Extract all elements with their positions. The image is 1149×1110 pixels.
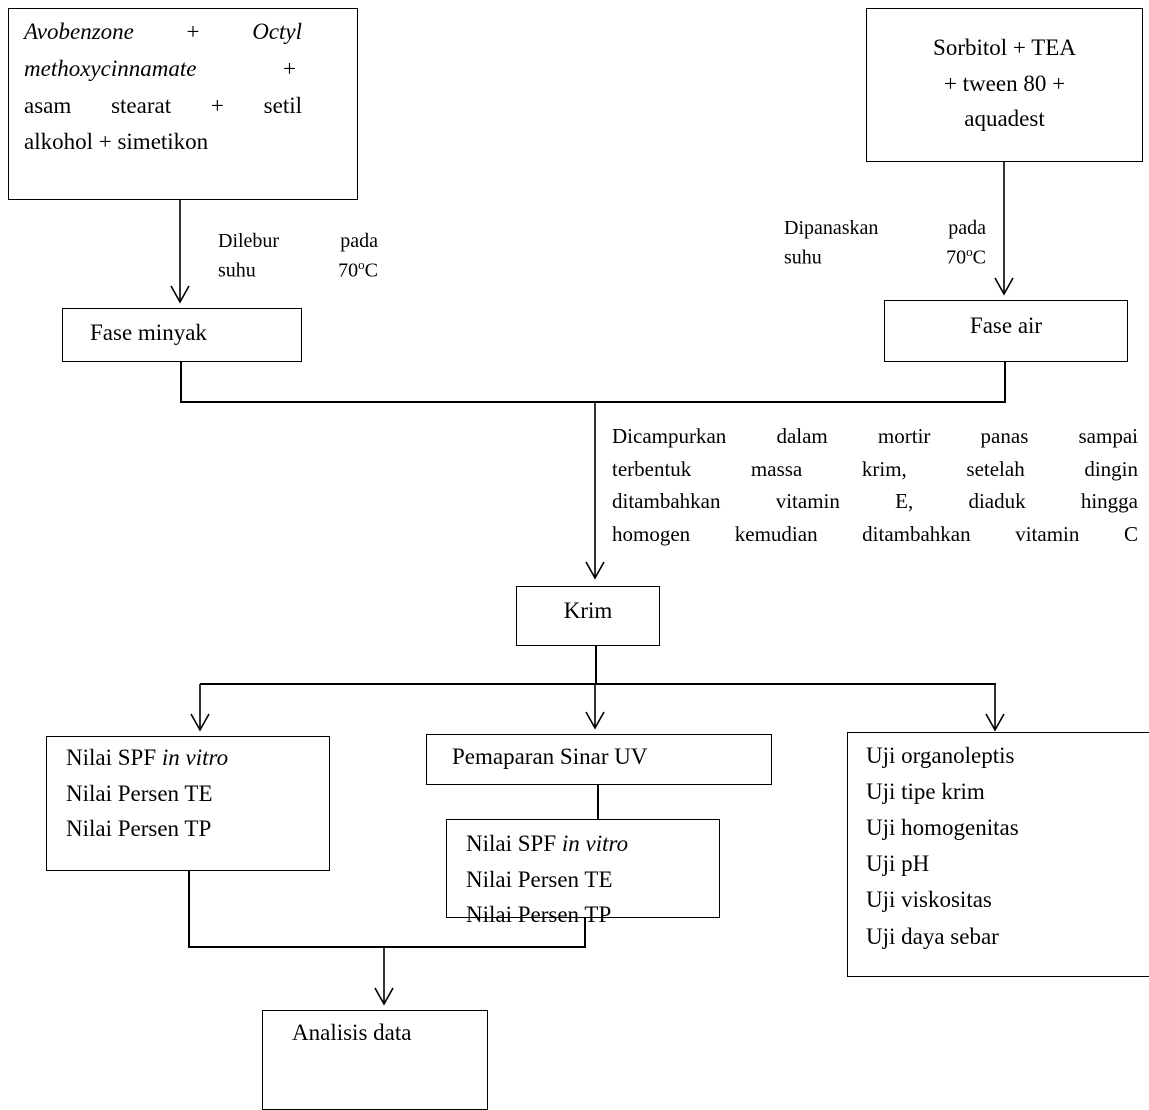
- right-test-2: Uji tipe krim: [866, 779, 985, 805]
- arrow-mid-head-icon: [585, 711, 605, 730]
- arrow-oil-head-icon: [170, 285, 190, 304]
- oil-step-label: Dilebur pada suhu 70oC: [218, 227, 378, 286]
- mid-tests-box: [446, 819, 720, 918]
- arrow-cream-head-icon: [585, 561, 605, 580]
- right-tests-box: [847, 732, 1149, 977]
- branch-horizontal-line: [200, 683, 996, 685]
- uv-exposure-label: Pemaparan Sinar UV: [452, 744, 648, 769]
- oil-line1-a: Avobenzone: [24, 19, 134, 44]
- left-line3: Nilai Persen TP: [66, 816, 212, 842]
- right-test-3: Uji homogenitas: [866, 815, 1019, 841]
- water-step-line1: Dipanaskan pada: [784, 217, 986, 239]
- left-tests-box: [46, 736, 330, 871]
- cream-box: [516, 586, 660, 646]
- right-test-1: Uji organoleptis: [866, 743, 1015, 768]
- oil-line4: alkohol + simetikon: [24, 129, 209, 155]
- analysis-label: Analisis data: [292, 1020, 412, 1045]
- water-phase-box: [884, 300, 1128, 362]
- left-tests-down-line: [188, 871, 190, 947]
- oil-phase-label: Fase minyak: [90, 320, 207, 345]
- mid-tests-text: Nilai SPF in vitro Nilai Persen TE Nilai…: [466, 826, 628, 933]
- analysis-merge-line: [188, 946, 586, 948]
- cream-down-line: [595, 646, 597, 684]
- mix-line2: terbentuk massa krim, setelah dingin: [612, 456, 1138, 481]
- mix-line1: Dicampurkan dalam mortir panas sampai: [612, 424, 1138, 448]
- water-line1: Sorbitol + TEA: [933, 35, 1076, 60]
- right-test-6: Uji daya sebar: [866, 923, 999, 949]
- oil-step-line2: suhu 70oC: [218, 257, 378, 282]
- uv-exposure-box: [426, 734, 772, 785]
- water-ingredients-text: Sorbitol + TEA + tween 80 + aquadest: [866, 30, 1143, 137]
- mid-tests-down-line: [584, 918, 586, 947]
- mid-line2: Nilai Persen TE: [466, 866, 613, 892]
- mid-line3: Nilai Persen TP: [466, 902, 612, 928]
- mix-line4: homogen kemudian ditambahkan vitamin C: [612, 521, 1138, 546]
- arrow-water-head-icon: [994, 277, 1014, 296]
- cream-label: Krim: [563, 598, 613, 623]
- oil-step-line1: Dilebur pada: [218, 230, 378, 252]
- oil-ingredients-text: Avobenzone + Octyl methoxycinnamate + as…: [24, 14, 302, 161]
- oil-phase-down-line: [180, 362, 182, 402]
- uv-to-tests-line: [597, 785, 599, 819]
- left-tests-text: Nilai SPF in vitro Nilai Persen TE Nilai…: [66, 740, 228, 847]
- mid-line1: Nilai SPF in vitro: [466, 831, 629, 856]
- oil-phase-box: [62, 308, 302, 362]
- arrow-right-head-icon: [985, 713, 1005, 732]
- water-step-label: Dipanaskan pada suhu 70oC: [784, 214, 986, 273]
- oil-line3: asam stearat + setil: [24, 92, 302, 118]
- oil-line1-c: Octyl: [252, 19, 302, 44]
- water-phase-label: Fase air: [969, 313, 1043, 338]
- merge-horizontal-line: [180, 401, 1006, 403]
- left-line2: Nilai Persen TE: [66, 780, 213, 806]
- right-test-4: Uji pH: [866, 851, 930, 877]
- water-phase-down-line: [1004, 362, 1006, 402]
- left-line1: Nilai SPF in vitro: [66, 745, 229, 770]
- arrow-left-head-icon: [190, 713, 210, 732]
- oil-line1-b: +: [186, 19, 200, 44]
- mix-step-label: Dicampurkan dalam mortir panas sampai te…: [612, 420, 1138, 550]
- mix-line3: ditambahkan vitamin E, diaduk hingga: [612, 489, 1138, 514]
- water-line3: aquadest: [964, 106, 1045, 132]
- water-step-line2: suhu 70oC: [784, 244, 986, 269]
- right-tests-text: Uji organoleptis Uji tipe krim Uji homog…: [866, 738, 1019, 955]
- water-ingredients-box: [866, 8, 1143, 162]
- oil-line2-a: methoxycinnamate: [24, 55, 197, 81]
- water-line2: + tween 80 +: [943, 70, 1066, 96]
- oil-line2-b: +: [283, 55, 296, 81]
- arrow-analysis-head-icon: [374, 987, 394, 1006]
- right-test-5: Uji viskositas: [866, 887, 992, 913]
- oil-ingredients-box: [8, 8, 358, 200]
